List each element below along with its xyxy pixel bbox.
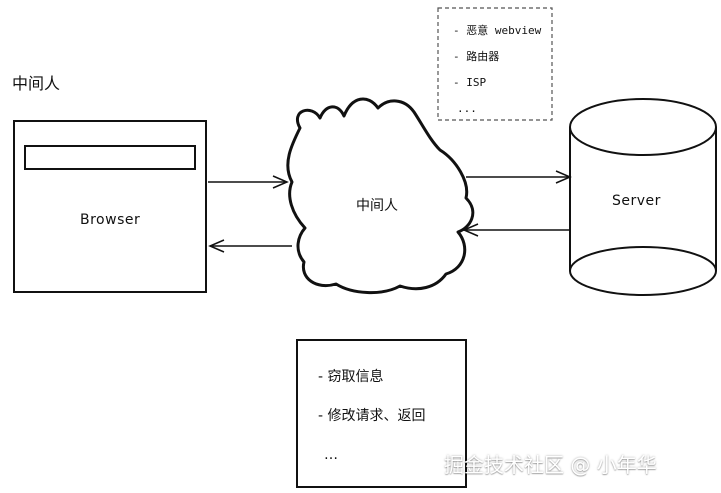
actors-list-item: - 恶意 webview <box>453 24 542 37</box>
actions-list-item: - 窃取信息 <box>318 369 384 385</box>
actors-list-item: - 路由器 <box>453 50 500 63</box>
actions-list: - 窃取信息 - 修改请求、返回 … <box>318 358 426 475</box>
actions-list-item: - 修改请求、返回 <box>318 408 426 424</box>
browser-address-bar <box>24 145 196 170</box>
browser-window <box>13 120 207 293</box>
page-title: 中间人 <box>12 74 61 93</box>
watermark: 掘金技术社区 @ 小年华 <box>444 453 657 477</box>
server-cylinder-top <box>569 98 717 156</box>
actors-dashed-box <box>437 7 553 121</box>
browser-label: Browser <box>80 212 141 228</box>
middleman-cloud <box>286 97 475 295</box>
arrow-server-to-middleman <box>462 223 570 237</box>
middleman-label: 中间人 <box>356 198 398 214</box>
actors-list-item: ... <box>457 102 477 115</box>
actors-list-item: - ISP <box>453 76 487 89</box>
server-cylinder-bottom <box>569 246 717 296</box>
actions-list-item: … <box>324 447 338 463</box>
arrow-browser-to-middleman <box>208 175 289 189</box>
arrow-middleman-to-browser <box>208 239 292 253</box>
actions-box <box>296 339 467 488</box>
actors-list: - 恶意 webview - 路由器 - ISP ... <box>453 18 541 122</box>
arrow-middleman-to-server <box>466 170 572 184</box>
server-label: Server <box>612 193 661 209</box>
